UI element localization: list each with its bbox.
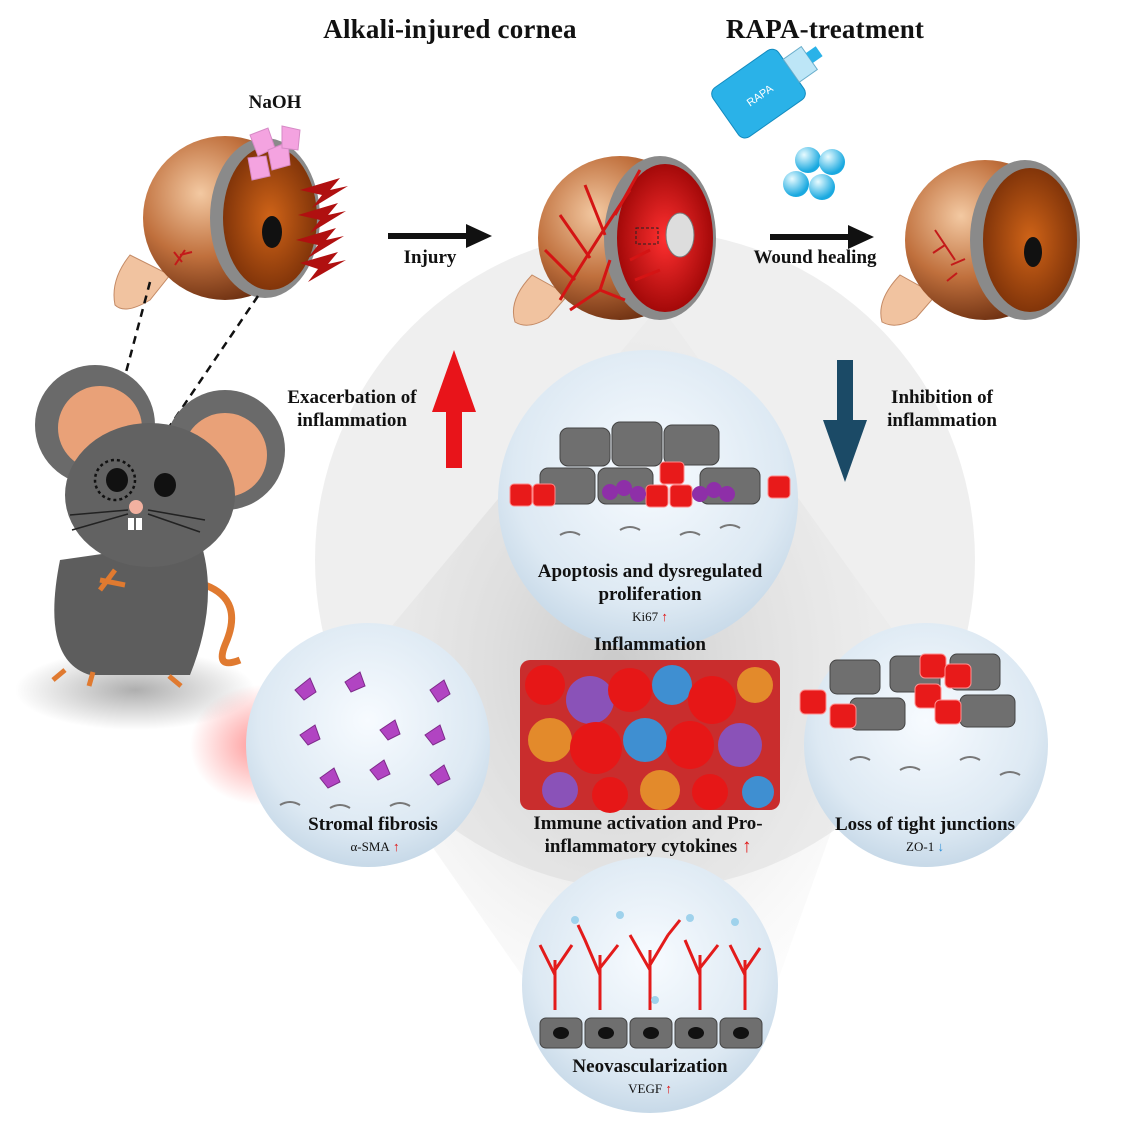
increase-arrow-icon: ↑ [662, 1081, 672, 1096]
injury-arrow [388, 224, 492, 248]
apoptosis-title-line-1: Apoptosis and dysregulated [537, 561, 763, 582]
tight-junctions-panel [799, 623, 1048, 867]
apoptosis-title: Apoptosis and dysregulated proliferation [500, 560, 800, 606]
neovascularization-title: Neovascularization [572, 1056, 728, 1077]
rapa-bottle-icon: RAPA [711, 45, 845, 200]
inhibition-line-1: Inhibition of [891, 387, 993, 408]
immune-panel [520, 660, 780, 813]
neovascularization-panel [522, 857, 778, 1113]
heading-rapa-treatment: RAPA-treatment [725, 14, 925, 44]
immune-title-line-2: inflammatory cytokines [544, 836, 738, 857]
zo1-marker: ZO-1 ↓ [880, 839, 970, 855]
exacerbation-line-1: Exacerbation of [287, 387, 417, 408]
alpha-sma-text: α-SMA [350, 839, 390, 854]
increase-arrow-icon: ↑ [737, 836, 752, 857]
decrease-arrow-icon: ↓ [934, 839, 944, 854]
naoh-label: NaOH [248, 92, 302, 113]
ki67-marker: Ki67 ↑ [610, 609, 690, 625]
vegf-marker: VEGF ↑ [610, 1081, 690, 1097]
wound-healing-arrow [770, 225, 874, 249]
fibrosis-title: Stromal fibrosis [308, 814, 438, 835]
vegf-text: VEGF [628, 1081, 663, 1096]
lightning-icon [296, 178, 348, 282]
apoptosis-panel [498, 350, 798, 650]
exacerbation-arrow [432, 350, 476, 468]
zo1-text: ZO-1 [906, 839, 935, 854]
apoptosis-title-line-2: proliferation [598, 584, 702, 605]
injury-label: Injury [403, 247, 457, 268]
eye-icon [512, 156, 716, 326]
mouse-icon [15, 365, 285, 730]
tight-junctions-title: Loss of tight junctions [835, 814, 1015, 835]
naoh-crystal-icon [247, 125, 301, 181]
inhibition-label: Inhibition of inflammation [862, 386, 1022, 432]
eye-icon [880, 160, 1080, 326]
immune-title-line-1: Immune activation and Pro- [533, 813, 763, 834]
immune-title-line-2-wrap: inflammatory cytokines ↑ [488, 835, 808, 858]
exacerbation-label: Exacerbation of inflammation [262, 386, 442, 432]
alpha-sma-marker: α-SMA ↑ [325, 839, 425, 855]
heading-alkali-injured-cornea: Alkali-injured cornea [323, 14, 577, 44]
ki67-text: Ki67 [632, 609, 659, 624]
inhibition-line-2: inflammation [887, 410, 997, 431]
fibrosis-panel [190, 623, 490, 867]
wound-healing-label: Wound healing [753, 247, 877, 268]
inflammation-title: Inflammation [594, 634, 706, 655]
increase-arrow-icon: ↑ [389, 839, 400, 854]
inhibition-arrow [823, 360, 867, 482]
increase-arrow-icon: ↑ [658, 609, 668, 624]
exacerbation-line-2: inflammation [297, 410, 407, 431]
immune-title: Immune activation and Pro- inflammatory … [488, 812, 808, 858]
